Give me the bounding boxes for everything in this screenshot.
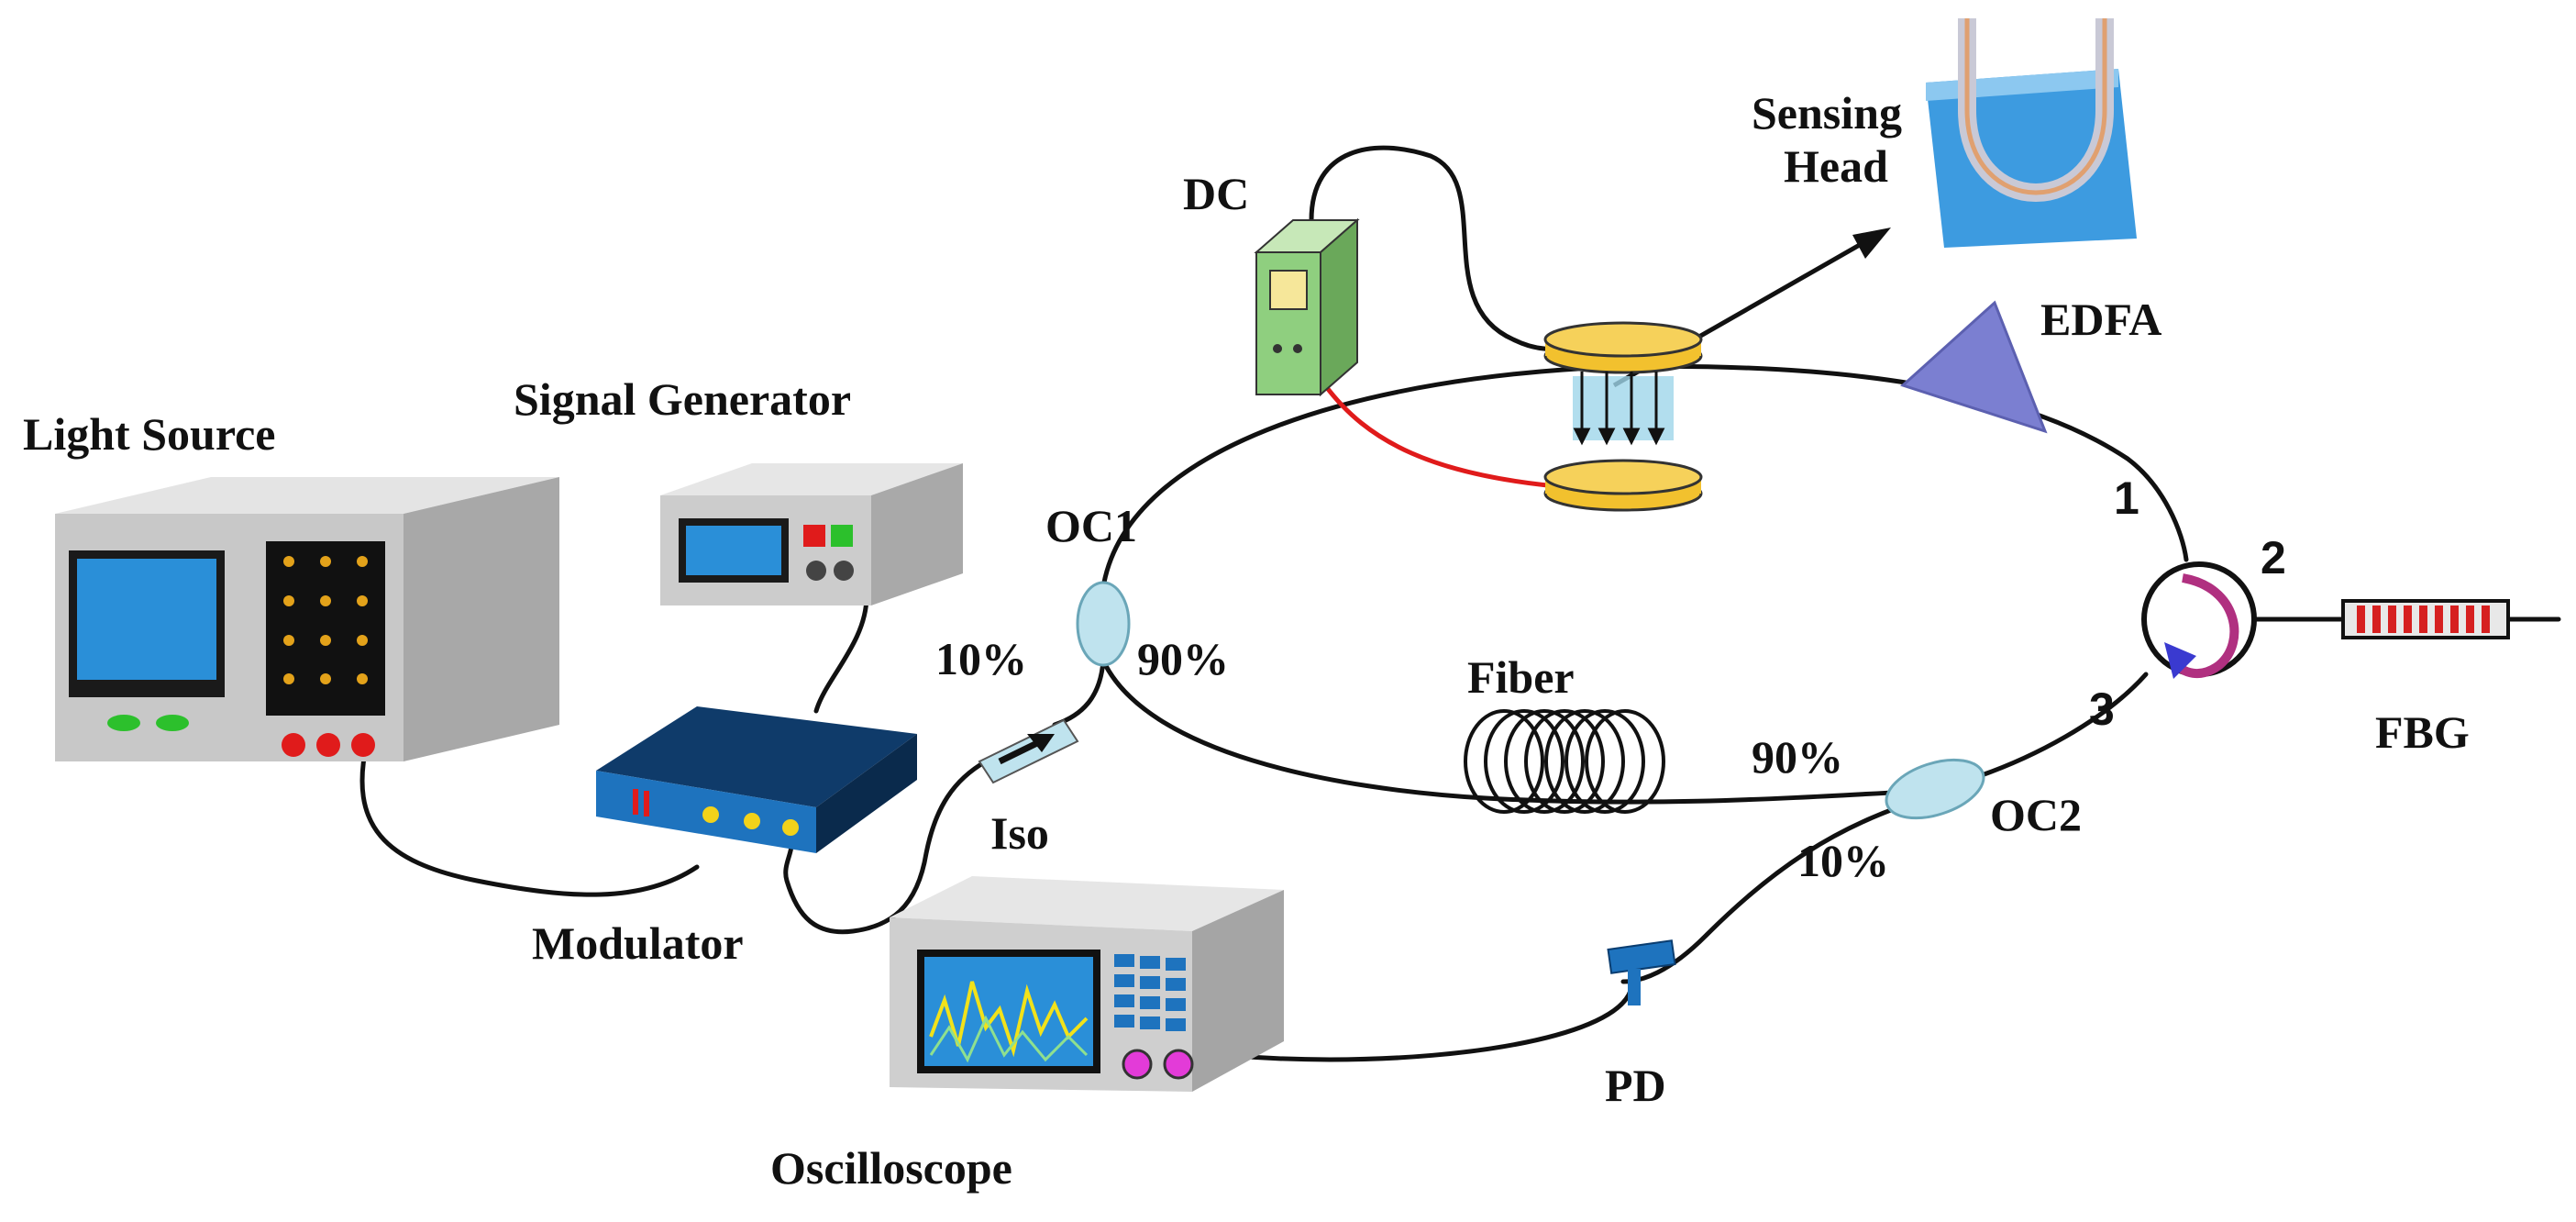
scope-top <box>890 876 1284 931</box>
dc-knob <box>1273 344 1282 353</box>
fbg-label: FBG <box>2375 706 2470 758</box>
scope-knob <box>1163 1049 1194 1080</box>
siggen-to-modulator-fiber <box>813 594 869 714</box>
dc-display <box>1269 270 1308 310</box>
isolator: Iso <box>978 718 1079 859</box>
upper-electrode-face <box>1543 321 1703 358</box>
photodetector: PD <box>1605 939 1676 1111</box>
modulator-port <box>702 806 719 823</box>
edfa-label: EDFA <box>2040 294 2161 345</box>
sensing-head-label-line1: Sensing <box>1752 87 1902 139</box>
siggen-top <box>660 463 963 495</box>
ring-lower-fiber <box>1100 658 1929 805</box>
light-source-side <box>404 477 559 761</box>
fiber-label: Fiber <box>1467 651 1575 703</box>
scope-knob <box>1122 1049 1153 1080</box>
sensing-head-arrowhead <box>1852 228 1891 259</box>
dc-knob <box>1293 344 1302 353</box>
oc1-low-ratio: 10% <box>935 633 1027 684</box>
sensing-head-label-line2: Head <box>1784 140 1888 192</box>
port-2-label: 2 <box>2261 532 2286 583</box>
oc2-high-ratio: 90% <box>1752 731 1843 783</box>
oscilloscope: Oscilloscope <box>770 876 1284 1194</box>
circulator-arrow <box>2169 573 2239 678</box>
siggen-green-button <box>831 525 853 547</box>
siggen-knob <box>834 561 854 581</box>
light-source: Light Source <box>23 408 559 761</box>
fiber-paths <box>359 145 2561 1062</box>
pd-label: PD <box>1605 1060 1666 1111</box>
light-source-label: Light Source <box>23 408 276 460</box>
iso-label: Iso <box>990 807 1049 859</box>
ring-upper-fiber <box>1100 363 2189 590</box>
dc-label: DC <box>1183 168 1249 219</box>
lower-electrode-face <box>1543 459 1703 495</box>
modulator-top <box>596 706 917 807</box>
fbg: FBG <box>2341 599 2510 758</box>
isolator-arrowhead <box>1027 734 1055 752</box>
dc-black-wire <box>1309 145 1580 351</box>
siggen-side <box>871 463 963 605</box>
oc1-body <box>1076 581 1131 667</box>
modulator-red-mark <box>644 791 649 817</box>
port-3-label: 3 <box>2089 683 2115 735</box>
oc2-to-pd-fiber <box>1620 795 1929 984</box>
modulator-red-mark <box>633 789 638 815</box>
signal-generator-label: Signal Generator <box>514 373 851 425</box>
port-1-label: 1 <box>2114 472 2139 524</box>
circulator-arrowhead <box>2164 642 2196 679</box>
light-source-red-knob <box>316 733 340 757</box>
oc1-label: OC1 <box>1045 500 1137 551</box>
modulator-label: Modulator <box>532 917 744 969</box>
oc2-low-ratio: 10% <box>1797 835 1889 886</box>
oscilloscope-label: Oscilloscope <box>770 1142 1012 1194</box>
sensing-head-liquid <box>1926 69 2137 248</box>
modulator-port <box>744 813 760 829</box>
dc-source: DC <box>1183 168 1360 397</box>
fiber-spool <box>1464 709 1665 814</box>
edfa: EDFA <box>1900 294 2161 434</box>
sensing-electrodes <box>1543 321 1703 512</box>
oc2-label: OC2 <box>1990 789 2082 840</box>
scope-side <box>1192 890 1284 1092</box>
siggen-screen <box>686 526 781 575</box>
sensing-head-inset: Sensing Head <box>1752 18 2137 248</box>
sensing-head-fiber-core <box>1964 18 2107 195</box>
edfa-triangle <box>1900 300 2048 434</box>
light-source-top <box>55 477 559 514</box>
source-to-modulator-fiber <box>359 740 700 897</box>
coupler-oc1: OC1 10% 90% <box>935 500 1229 684</box>
light-source-screen <box>77 559 216 680</box>
modulator-side <box>816 734 917 853</box>
oc2-body <box>1885 758 1985 820</box>
oc1-high-ratio: 90% <box>1137 633 1229 684</box>
pd-stem <box>1628 969 1641 1005</box>
scope-trace-green <box>929 1015 1089 1063</box>
circulator: 1 2 3 <box>2089 472 2286 735</box>
siggen-knob <box>806 561 826 581</box>
oc1-to-iso-fiber <box>1052 658 1106 728</box>
siggen-red-button <box>803 525 825 547</box>
isolator-body <box>978 718 1079 784</box>
modulator-port <box>782 819 799 836</box>
light-source-green-knob <box>107 715 140 731</box>
light-source-red-knob <box>282 733 305 757</box>
modulator: Modulator <box>532 706 917 969</box>
light-source-red-knob <box>351 733 375 757</box>
isolator-arrow-line <box>998 738 1043 765</box>
light-source-button-grid <box>266 541 385 716</box>
iso-to-modulator-fiber <box>783 759 989 935</box>
dc-side <box>1320 217 1358 397</box>
coupler-oc2: 90% OC2 10% <box>1752 731 2082 886</box>
dc-red-wire <box>1322 383 1580 491</box>
pd-head <box>1607 939 1676 974</box>
light-source-green-knob <box>156 715 189 731</box>
signal-generator: Signal Generator <box>514 373 963 605</box>
